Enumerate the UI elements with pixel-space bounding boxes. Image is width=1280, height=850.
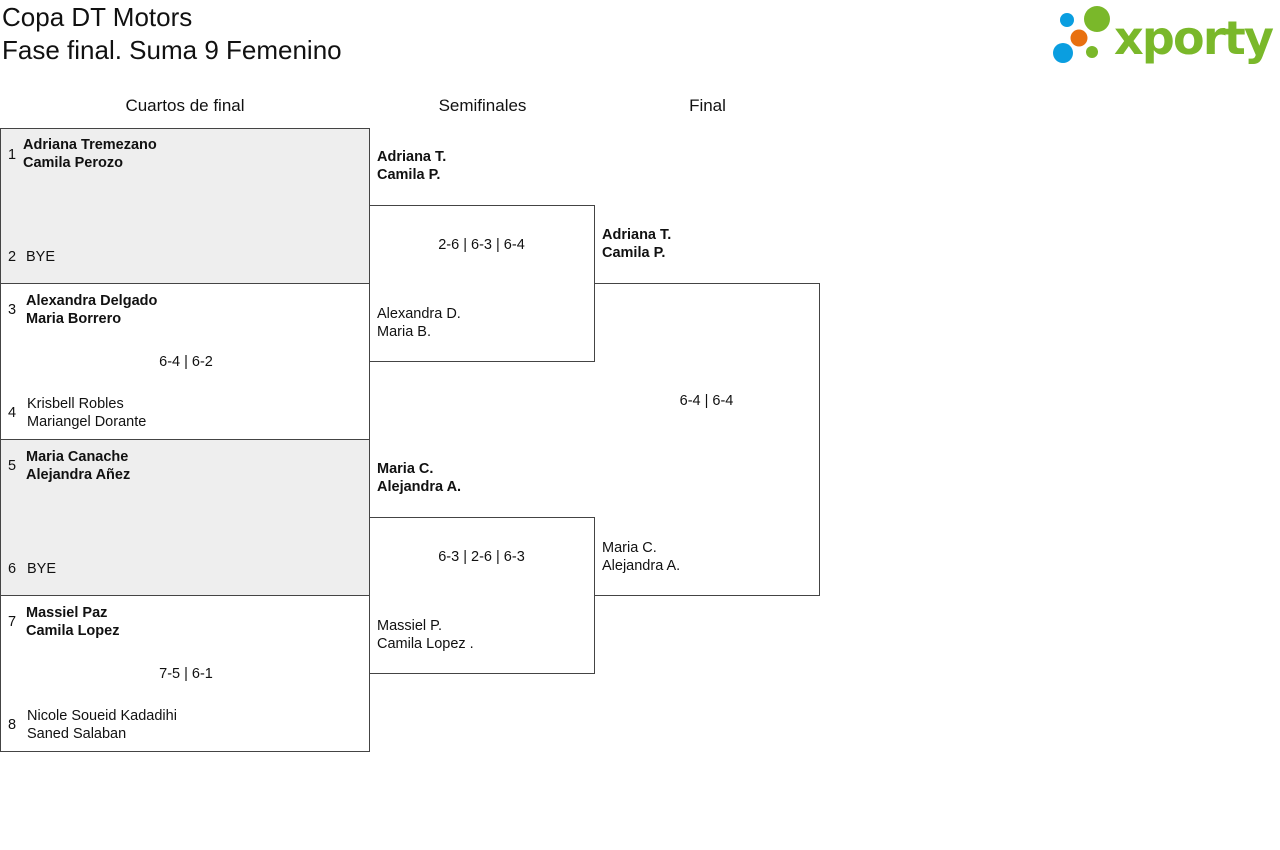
round-header-semifinals: Semifinales <box>438 96 527 115</box>
seed: 1 <box>8 147 17 163</box>
team-bye: BYE <box>26 249 56 265</box>
page-title: Copa DT Motors <box>2 2 193 32</box>
page-subtitle: Fase final. Suma 9 Femenino <box>2 35 342 65</box>
seed: 3 <box>8 302 17 318</box>
seed: 5 <box>8 458 17 474</box>
team-loser: Alexandra D.Maria B. <box>377 306 461 340</box>
xporty-logo: xporty <box>1050 4 1276 66</box>
round-header-final: Final <box>689 96 726 115</box>
final-team-winner: Adriana T.Camila P. <box>602 227 672 261</box>
team-loser: Maria C.Alejandra A. <box>602 540 681 574</box>
seed: 2 <box>8 249 17 265</box>
team-bye: BYE <box>27 561 57 577</box>
sf1-team-winner: Adriana T.Camila P. <box>377 149 447 183</box>
match-score: 2-6 | 6-3 | 6-4 <box>438 237 525 253</box>
round-header-quarterfinals: Cuartos de final <box>125 96 245 115</box>
match-score: 7-5 | 6-1 <box>159 666 213 682</box>
match-sf-1: 2-6 | 6-3 | 6-4 Alexandra D.Maria B. <box>369 205 595 362</box>
seed: 6 <box>8 561 17 577</box>
match-final: 6-4 | 6-4 Maria C.Alejandra A. <box>594 283 820 596</box>
sf2-team-winner: Maria C.Alejandra A. <box>377 461 462 495</box>
seed: 4 <box>8 405 17 421</box>
seed: 8 <box>8 717 17 733</box>
seed: 7 <box>8 614 17 630</box>
team-loser: Massiel P.Camila Lopez . <box>377 618 474 652</box>
match-score: 6-4 | 6-4 <box>679 393 734 409</box>
match-sf-2: 6-3 | 2-6 | 6-3 Massiel P.Camila Lopez . <box>369 517 595 674</box>
match-score: 6-4 | 6-2 <box>159 354 213 370</box>
match-score: 6-3 | 2-6 | 6-3 <box>438 549 525 565</box>
svg-text:xporty: xporty <box>1114 11 1274 65</box>
